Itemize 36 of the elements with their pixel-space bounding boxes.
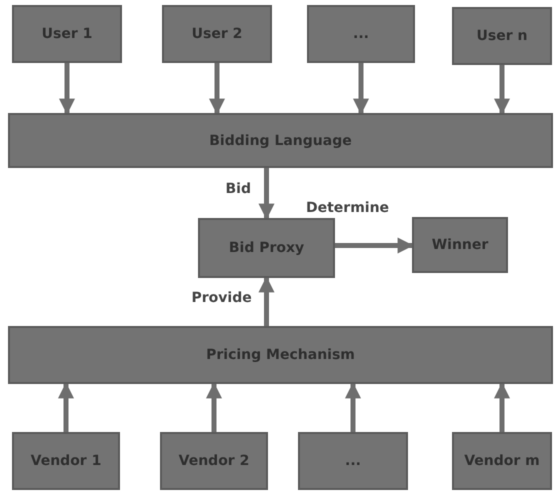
arrow [345,382,361,432]
arrow [494,65,510,115]
process-box [160,432,268,490]
process-box [12,432,120,490]
layer-bar [8,113,553,168]
box-label: User 1 [42,26,92,42]
box-label: Bid Proxy [228,240,304,256]
process-box [412,217,508,273]
box-label: Bidding Language [209,132,352,148]
arrow [494,382,510,432]
layer-bar [8,326,553,384]
arrow [353,63,369,115]
box-label: Pricing Mechanism [206,347,355,363]
box-label: ... [353,26,369,42]
process-box [298,432,408,490]
process-box [198,218,335,278]
arrow [258,168,274,220]
process-box [452,7,552,65]
box-label: ... [345,453,361,469]
box-label: Vendor 1 [30,453,102,469]
box-label: User 2 [192,26,242,42]
box-label: User n [476,28,528,44]
process-box [452,432,552,490]
edge-label: Determine [305,200,390,216]
process-box [12,5,122,63]
arrow [59,63,75,115]
arrow [58,382,74,432]
box-label: Vendor m [464,453,540,469]
arrow [206,382,222,432]
arrow [335,238,414,254]
box-label: Winner [432,237,488,253]
arrow [258,276,274,326]
box-label: Vendor 2 [178,453,250,469]
process-box [307,5,415,63]
arrow [209,63,225,115]
process-box [162,5,272,63]
